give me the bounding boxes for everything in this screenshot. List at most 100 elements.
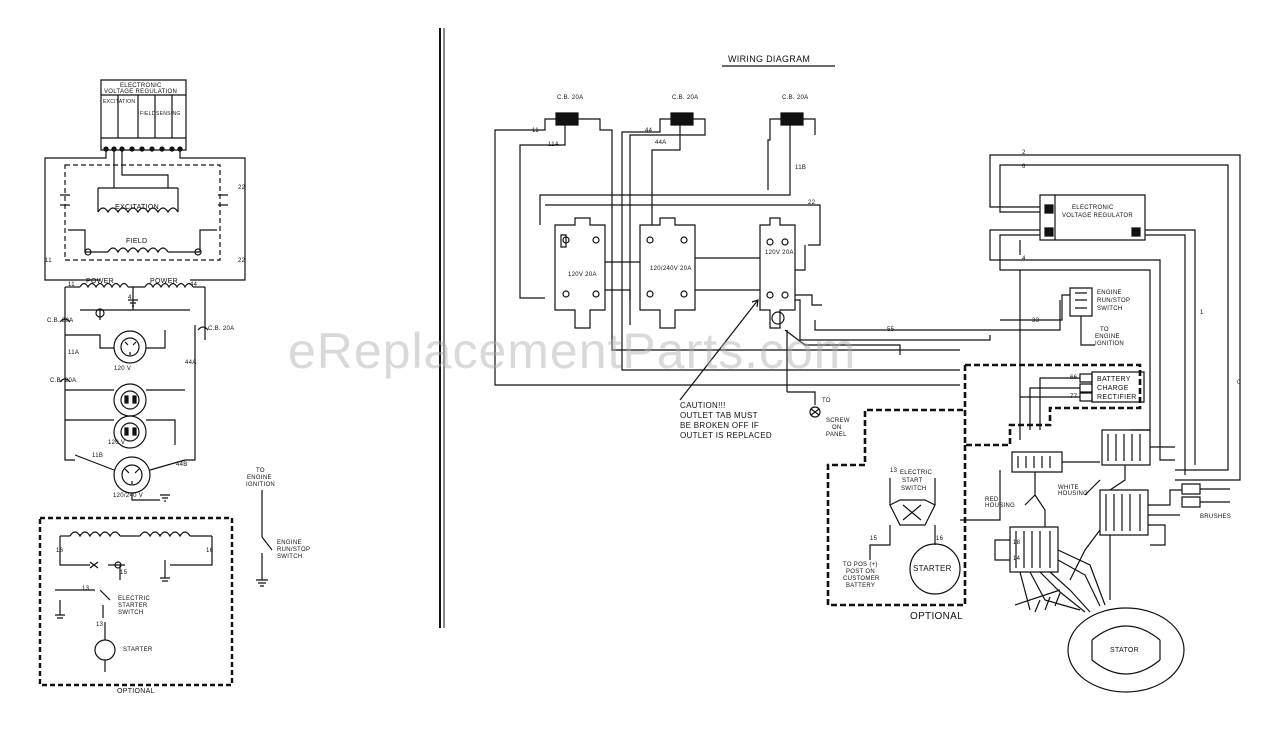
- cb-label-1: C.B. 20A: [47, 318, 74, 324]
- opt-starter-label: STARTER: [123, 647, 153, 653]
- wire-num: 4: [1022, 256, 1026, 262]
- starter-label: STARTER: [913, 564, 952, 573]
- regulator-title-line-1: ELECTRONIC: [120, 83, 162, 89]
- battery-label-3: RECTIFIER: [1097, 394, 1137, 401]
- regulator-col-sensing: SENSING: [156, 111, 181, 117]
- wire-num: 11A: [68, 350, 80, 356]
- wire-num: 18: [1013, 540, 1021, 546]
- to-engine-right-3: IGNITION: [1095, 341, 1125, 347]
- wire-num: 2: [1022, 150, 1026, 156]
- wire-num: 11: [45, 258, 52, 264]
- caution-line-1: CAUTION!!!: [680, 401, 726, 410]
- wire-num: 11: [532, 128, 539, 134]
- wire-num: 22: [808, 200, 816, 206]
- wire-num: 11: [68, 282, 75, 288]
- wire-num: 44: [190, 282, 198, 288]
- outlet-label-2: 120 V: [108, 440, 126, 446]
- engine-switch-right-2: RUN/STOP: [1097, 298, 1131, 304]
- wire-num: 15: [120, 570, 128, 576]
- to-battery-line-4: BATTERY: [846, 583, 876, 589]
- wire-num: 11B: [795, 165, 807, 171]
- power-label-left: POWER: [86, 278, 114, 285]
- screw-label-3: ON: [832, 425, 842, 431]
- wire-num: 13: [890, 468, 898, 474]
- outlet-label-1: 120 V: [114, 366, 132, 372]
- battery-label-2: CHARGE: [1097, 385, 1129, 392]
- opt-switch-label-3: SWITCH: [118, 610, 144, 616]
- start-switch-label-3: SWITCH: [901, 486, 927, 492]
- optional-label-right: OPTIONAL: [910, 611, 963, 622]
- wire-num: 44B: [176, 462, 188, 468]
- wire-num: 33: [1032, 318, 1040, 324]
- wire-num: 0: [1237, 380, 1241, 386]
- wire-num: 22: [238, 185, 246, 191]
- wire-num: 77: [1070, 394, 1078, 400]
- regulator-col-excitation: EXCITATION: [103, 99, 136, 105]
- outlet-label-3: 120/240 V: [113, 493, 144, 499]
- to-ignition-line-2: ENGINE: [247, 475, 272, 481]
- start-switch-label-2: START: [902, 478, 923, 484]
- screw-label-2: SCREW: [826, 418, 850, 424]
- cb-label-2: C.B. 20A: [50, 378, 77, 384]
- opt-switch-label-1: ELECTRIC: [118, 596, 151, 602]
- white-housing-label: WHITE HOUSING: [1058, 485, 1089, 497]
- caution-line-2: OUTLET TAB MUST: [680, 411, 758, 420]
- power-label-right: POWER: [150, 278, 178, 285]
- wire-num: 22: [238, 258, 246, 264]
- to-engine-right-1: TO: [1100, 327, 1109, 333]
- wire-num: 6: [1022, 164, 1026, 170]
- to-battery-line-2: POST ON: [846, 569, 875, 575]
- engine-switch-line-2: RUN/STOP: [277, 547, 311, 553]
- wire-num: 16: [206, 548, 214, 554]
- wire-num: 13: [96, 622, 104, 628]
- engine-switch-right-3: SWITCH: [1097, 306, 1123, 312]
- caution-line-3: BE BROKEN OFF IF: [680, 421, 760, 430]
- engine-switch-right-1: ENGINE: [1097, 290, 1122, 296]
- cb-label-right-1: C.B. 20A: [557, 95, 584, 101]
- engine-switch-line-1: ENGINE: [277, 540, 302, 546]
- wire-num: 55: [887, 327, 895, 333]
- screw-label-1: TO: [822, 398, 831, 404]
- opt-caption-left: OPTIONAL: [117, 688, 155, 695]
- red-housing-label: RED HOUSING: [985, 497, 1016, 509]
- caution-line-4: OUTLET IS REPLACED: [680, 431, 772, 440]
- to-battery-line-1: TO POS (+): [843, 562, 878, 568]
- outlet-right-2: 120/240V 20A: [650, 266, 692, 272]
- wire-num: 44A: [185, 360, 197, 366]
- wire-num: 13: [82, 586, 90, 592]
- regulator-right-line-2: VOLTAGE REGULATOR: [1062, 213, 1134, 219]
- regulator-col-field: FIELD: [140, 111, 156, 117]
- to-battery-line-3: CUSTOMER: [843, 576, 880, 582]
- wire-num: 1: [1200, 310, 1204, 316]
- regulator-right-line-1: ELECTRONIC: [1072, 205, 1114, 211]
- field-label: FIELD: [126, 238, 148, 245]
- excitation-label: EXCITATION: [115, 204, 159, 211]
- opt-switch-label-2: STARTER: [118, 603, 148, 609]
- wire-num: 14: [1013, 556, 1021, 562]
- regulator-title-line-2: VOLTAGE REGULATION: [104, 89, 178, 95]
- wire-num: 66: [1070, 375, 1078, 381]
- wire-num: 44A: [655, 140, 667, 146]
- wire-num: 4: [128, 295, 132, 301]
- start-switch-label-1: ELECTRIC: [900, 470, 933, 476]
- to-ignition-line-3: IGNITION: [246, 482, 276, 488]
- cb-label-right-2: C.B. 20A: [672, 95, 699, 101]
- stator-label: STATOR: [1110, 647, 1140, 654]
- wire-num: 16: [936, 536, 944, 542]
- battery-label-1: BATTERY: [1097, 376, 1131, 383]
- to-engine-right-2: ENGINE: [1095, 334, 1120, 340]
- outlet-right-1: 120V 20A: [568, 272, 597, 278]
- wire-num: 11A: [548, 142, 560, 148]
- screw-label-4: PANEL: [826, 432, 847, 438]
- cb-label-right-3: C.B. 20A: [782, 95, 809, 101]
- to-ignition-line-1: TO: [256, 468, 265, 474]
- cb-label-3: C.B. 20A: [208, 326, 235, 332]
- wire-num: 44: [645, 128, 653, 134]
- diagram-title: WIRING DIAGRAM: [728, 54, 811, 64]
- engine-switch-line-3: SWITCH: [277, 554, 303, 560]
- outlet-right-3: 120V 20A: [765, 250, 794, 256]
- wire-num: 15: [870, 536, 878, 542]
- wire-num: 16: [56, 548, 64, 554]
- brushes-label: BRUSHES: [1200, 514, 1232, 520]
